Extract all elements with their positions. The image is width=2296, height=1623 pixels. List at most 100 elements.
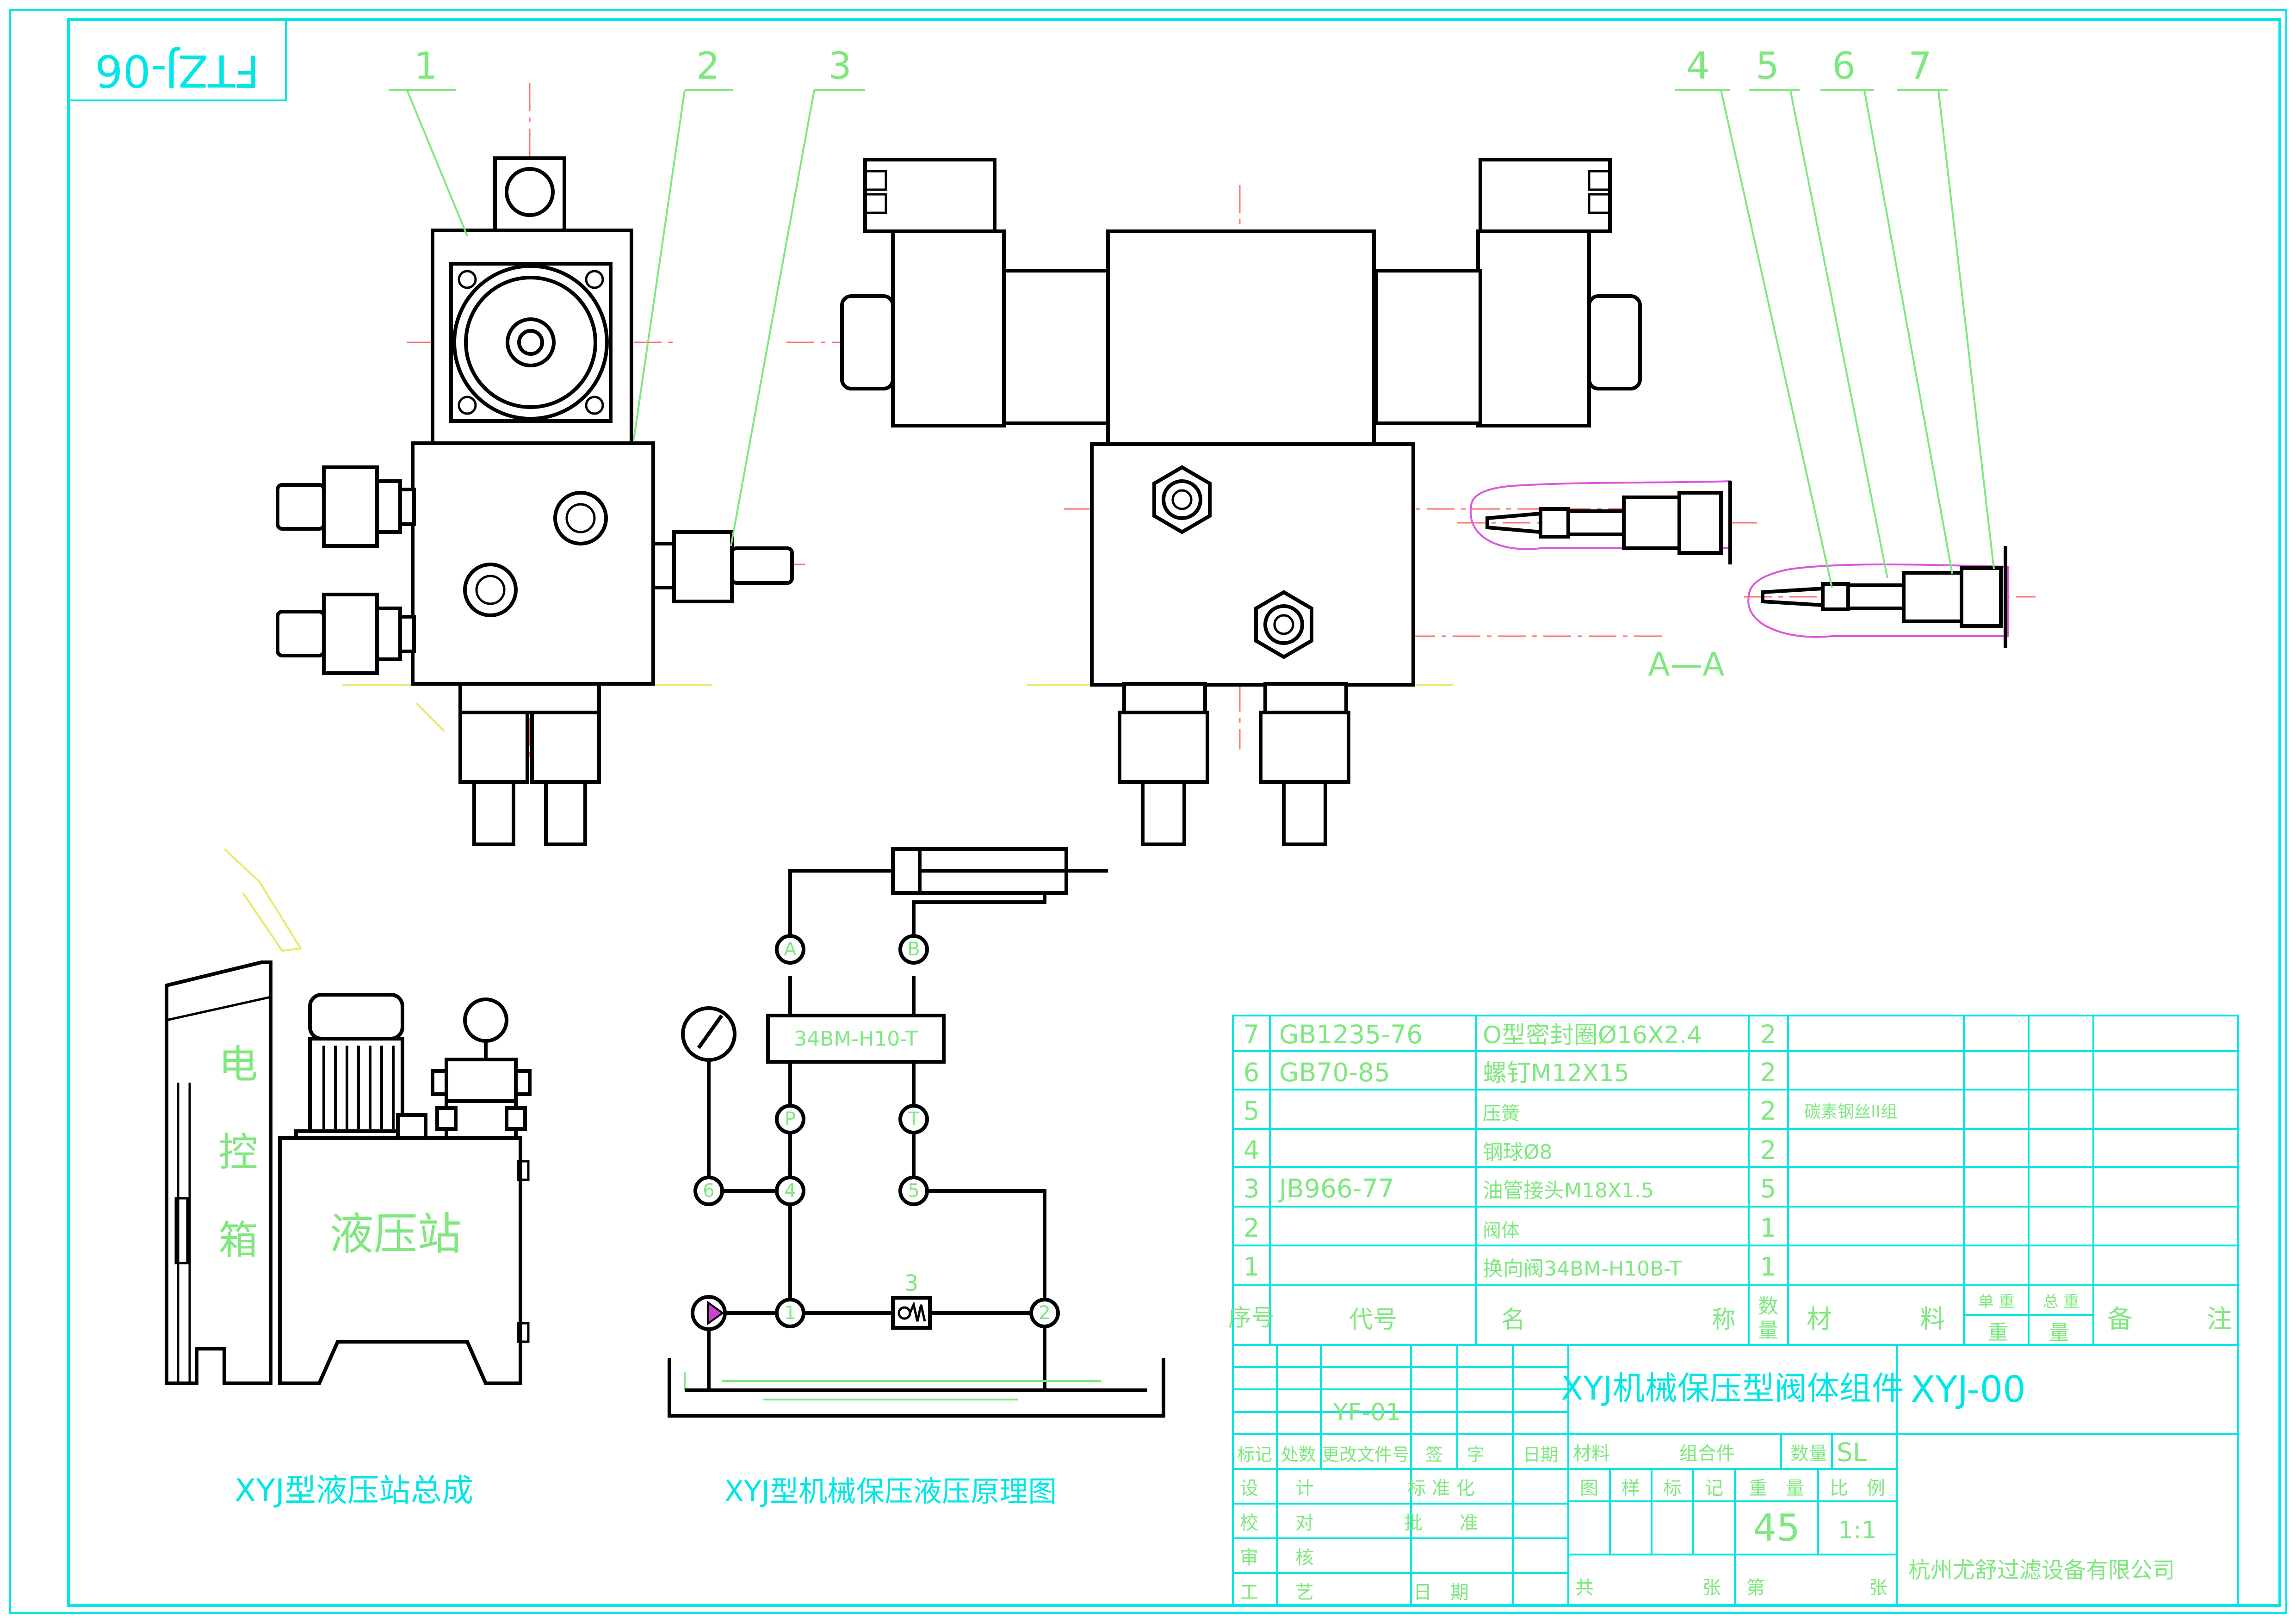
drawing-code: FTZJ-06	[95, 45, 260, 96]
bom-row-3: 3 JB966-77 油管接头M18X1.5 5	[1244, 1174, 1776, 1203]
svg-text:2: 2	[1760, 1096, 1776, 1126]
node-1: 1	[775, 1298, 805, 1328]
svg-text:名: 名	[1501, 1306, 1525, 1334]
svg-text:1: 1	[1244, 1252, 1260, 1282]
balloon-7: 7	[1908, 44, 1932, 87]
svg-text:重 量: 重 量	[1988, 1321, 2069, 1344]
bom-table: 7 GB1235-76 O型密封圈Ø16X2.4 2 6 GB70-85 螺钉M…	[1228, 1015, 2239, 1346]
svg-text:字: 字	[1467, 1444, 1485, 1465]
svg-text:碳素钢丝II组: 碳素钢丝II组	[1804, 1103, 1897, 1121]
check-valve-no: 3	[904, 1270, 919, 1296]
sheet-word-2: 张	[1869, 1577, 1888, 1598]
node-5: 5	[898, 1176, 929, 1206]
scale-label: 比 例	[1830, 1478, 1885, 1499]
svg-text:1: 1	[784, 1302, 796, 1324]
svg-text:标: 标	[1663, 1478, 1682, 1499]
material-label: 材料	[1573, 1443, 1610, 1464]
svg-text:JB966-77: JB966-77	[1278, 1174, 1394, 1203]
hydraulic-schematic: 3 34BM-H10-T A B P T 1 2 4 5 6 XYJ型机械保压液…	[668, 847, 1165, 1508]
svg-text:图: 图	[1580, 1478, 1598, 1499]
svg-text:T: T	[908, 1109, 920, 1130]
leader-lines	[389, 89, 1995, 588]
drawing-code-box: FTZJ-06	[68, 19, 287, 101]
company-name: 杭州尤舒过滤设备有限公司	[1908, 1557, 2175, 1583]
bom-row-5: 5 压簧 2 碳素钢丝II组	[1244, 1096, 1898, 1126]
svg-text:钢球Ø8: 钢球Ø8	[1483, 1140, 1553, 1164]
svg-text:注: 注	[2207, 1304, 2232, 1334]
title-block: XYJ机械保压型阀体组件 XYJ-00 YF-01 材料 组合件 数量 SL 标…	[1232, 1344, 2239, 1606]
node-4: 4	[775, 1176, 805, 1206]
weight-value: 45	[1753, 1506, 1800, 1549]
svg-text:2: 2	[1760, 1058, 1776, 1087]
svg-text:A: A	[784, 939, 797, 960]
bom-row-7: 7 GB1235-76 O型密封圈Ø16X2.4 2	[1244, 1020, 1776, 1049]
balloon-6: 6	[1832, 44, 1856, 87]
scale-value: 1:1	[1838, 1517, 1877, 1544]
svg-text:2: 2	[1244, 1213, 1260, 1243]
valve-label: 34BM-H10-T	[794, 1027, 918, 1051]
svg-text:材: 材	[1807, 1304, 1832, 1334]
svg-text:B: B	[907, 939, 920, 960]
inner-border	[67, 18, 2281, 1607]
svg-text:阀体: 阀体	[1483, 1220, 1520, 1241]
svg-text:O型密封圈Ø16X2.4: O型密封圈Ø16X2.4	[1483, 1022, 1702, 1049]
node-6: 6	[693, 1176, 724, 1206]
svg-text:4: 4	[1244, 1135, 1260, 1165]
control-box-char-2: 控	[218, 1130, 258, 1176]
weight-label: 重 量	[1749, 1478, 1804, 1499]
svg-text:料: 料	[1920, 1304, 1945, 1334]
svg-text:称: 称	[1712, 1306, 1736, 1334]
svg-text:2: 2	[1760, 1135, 1776, 1165]
sheet-word-1: 张	[1702, 1577, 1721, 1598]
svg-text:2: 2	[1039, 1302, 1050, 1324]
svg-text:3: 3	[1244, 1174, 1260, 1203]
svg-text:5: 5	[1760, 1174, 1776, 1203]
svg-text:标记: 标记	[1237, 1444, 1272, 1465]
svg-text:P: P	[785, 1109, 796, 1130]
outer-border	[9, 9, 2287, 1614]
bom-row-1: 1 换向阀34BM-H10B-T 1	[1244, 1252, 1776, 1282]
svg-text:备: 备	[2107, 1304, 2133, 1334]
bom-row-4: 4 钢球Ø8 2	[1244, 1135, 1776, 1165]
balloon-1: 1	[414, 44, 438, 87]
section-label: A—A	[1648, 645, 1725, 683]
qty-value: SL	[1837, 1437, 1867, 1467]
bom-header: 序号 代号 名 称 数 量 材 料 单 重 总 重 重 量 备 注	[1228, 1293, 2232, 1344]
sheet-total-label: 共	[1575, 1577, 1594, 1598]
svg-text:总 重: 总 重	[2043, 1293, 2079, 1311]
svg-text:代号: 代号	[1349, 1306, 1397, 1334]
svg-text:更改文件号: 更改文件号	[1322, 1444, 1410, 1465]
hydraulic-station-label: 液压站	[329, 1209, 461, 1260]
node-2: 2	[1029, 1298, 1060, 1328]
svg-text:6: 6	[1244, 1058, 1260, 1087]
node-T: T	[898, 1104, 929, 1134]
control-box-char-3: 箱	[218, 1218, 258, 1264]
date-label: 日 期	[1413, 1582, 1469, 1603]
node-A: A	[775, 934, 805, 965]
station-caption: XYJ型液压站总成	[235, 1473, 473, 1509]
svg-text:单 重: 单 重	[1978, 1293, 2015, 1311]
svg-text:签: 签	[1425, 1444, 1443, 1465]
balloon-4: 4	[1686, 44, 1710, 87]
process-label: 工 艺	[1240, 1582, 1314, 1603]
material-value: 组合件	[1679, 1443, 1735, 1464]
svg-text:5: 5	[908, 1180, 919, 1202]
svg-text:1: 1	[1760, 1252, 1776, 1282]
svg-text:GB1235-76: GB1235-76	[1279, 1020, 1423, 1049]
node-P: P	[775, 1104, 805, 1134]
sheet-no-label: 第	[1746, 1577, 1765, 1598]
svg-text:压簧: 压簧	[1483, 1103, 1520, 1124]
svg-text:序号: 序号	[1228, 1304, 1275, 1331]
svg-text:1: 1	[1760, 1213, 1776, 1243]
node-B: B	[898, 934, 929, 965]
check-label: 校 对	[1240, 1512, 1314, 1534]
svg-text:7: 7	[1244, 1020, 1260, 1049]
svg-text:记: 记	[1705, 1478, 1723, 1499]
bom-row-2: 2 阀体 1	[1244, 1213, 1776, 1243]
review-label: 审 核	[1240, 1547, 1314, 1568]
svg-text:6: 6	[703, 1180, 714, 1202]
svg-text:5: 5	[1244, 1096, 1260, 1126]
revision-labels: 标记 处数 更改文件号 签 字 日期	[1237, 1444, 1558, 1465]
svg-text:量: 量	[1758, 1319, 1778, 1342]
